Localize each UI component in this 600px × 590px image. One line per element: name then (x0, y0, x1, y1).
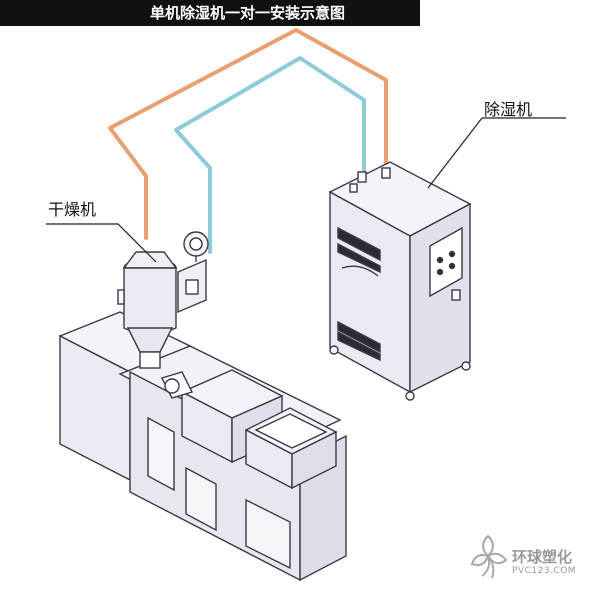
dehumidifier-unit (328, 161, 472, 401)
watermark-brand: 环球塑化 (512, 548, 573, 566)
dryer-label: 干燥机 (48, 200, 97, 219)
dehumidifier-label: 除湿机 (484, 100, 533, 119)
watermark-url: PVC123.COM (512, 566, 577, 576)
extruder-machine (58, 311, 347, 582)
orange-pipe (108, 28, 388, 240)
dehumidifier-leader (427, 117, 566, 189)
dryer-hopper (117, 231, 209, 369)
dryer-leader (46, 223, 157, 263)
diagram-title: 单机除湿机一对一安装示意图 (0, 0, 420, 26)
flower-logo-icon (470, 534, 508, 579)
blue-pipe (174, 56, 366, 254)
